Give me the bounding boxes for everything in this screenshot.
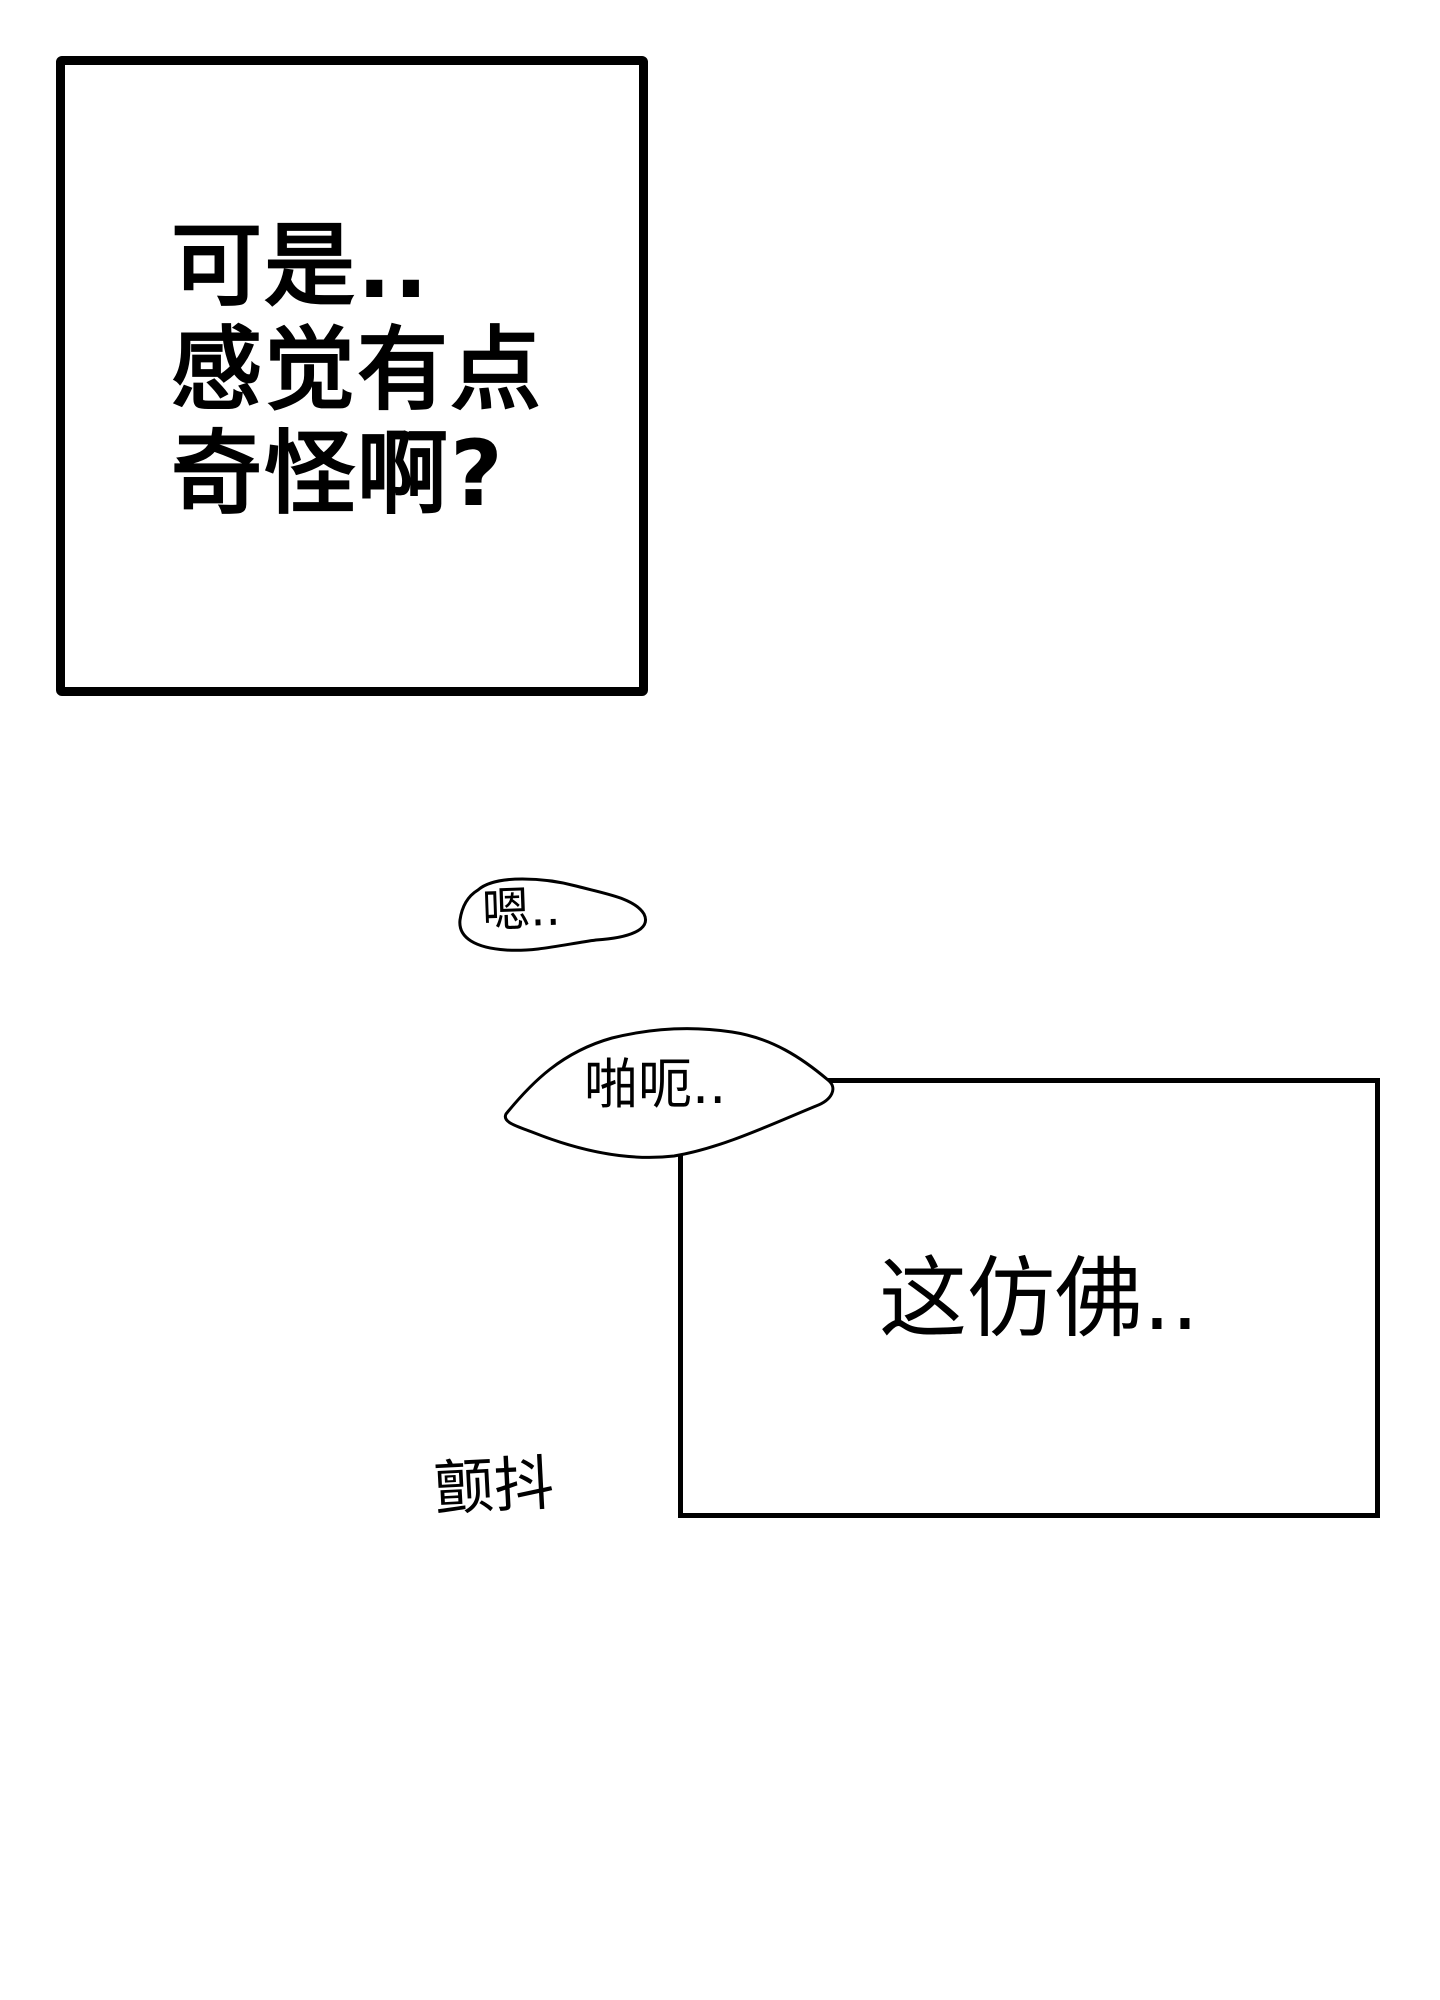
speech-bubble-large: 啪呃.. [502, 1022, 836, 1162]
speech-bubble-small: 嗯.. [456, 868, 652, 964]
narration-panel-bottom: 这仿佛.. [678, 1078, 1380, 1518]
speech-bubble-small-text: 嗯.. [481, 880, 562, 940]
sound-effect-text: 颤抖 [432, 1448, 556, 1525]
speech-bubble-large-text: 啪呃.. [584, 1053, 727, 1116]
speech-bubble-large-outline [503, 1027, 835, 1159]
narration-text-top: 可是.. 感觉有点 奇怪啊? [171, 214, 544, 527]
speech-bubble-small-outline [458, 877, 647, 952]
narration-panel-top: 可是.. 感觉有点 奇怪啊? [56, 56, 648, 696]
narration-text-bottom: 这仿佛.. [879, 1247, 1199, 1350]
